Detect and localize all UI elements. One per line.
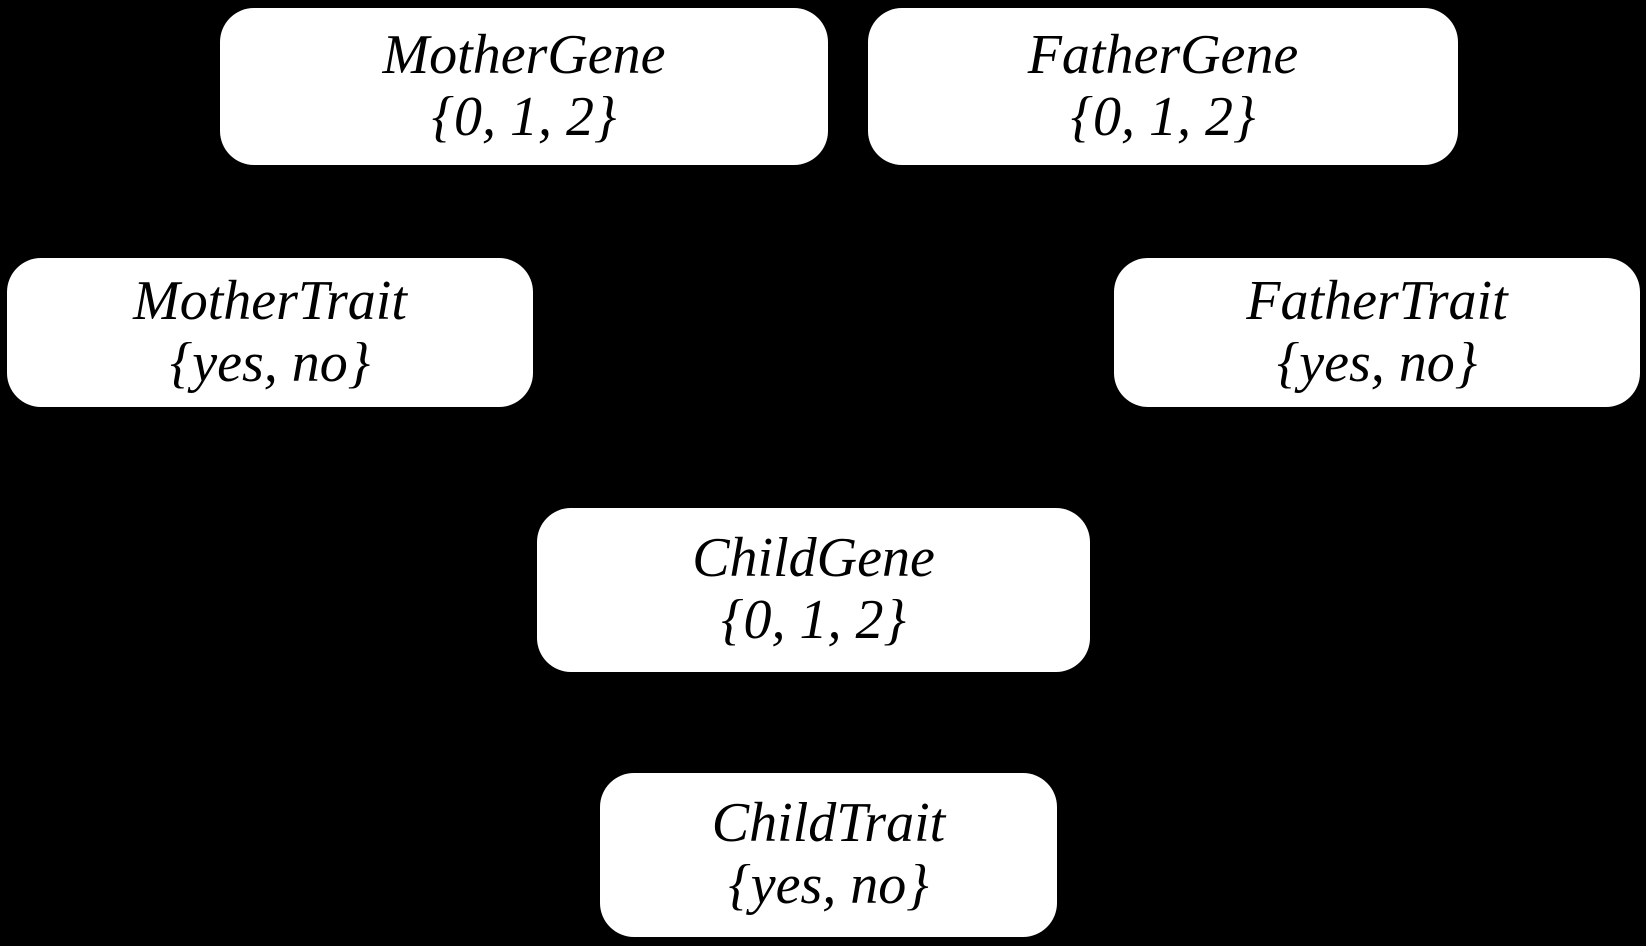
node-mother-trait-domain: {yes, no} (169, 331, 371, 394)
node-child-gene-domain: {0, 1, 2} (721, 589, 906, 651)
node-father-gene-domain: {0, 1, 2} (1070, 85, 1256, 148)
node-child-trait-label: ChildTrait (711, 792, 946, 855)
node-mother-gene[interactable]: MotherGene {0, 1, 2} (220, 8, 828, 165)
node-father-trait-domain: {yes, no} (1276, 331, 1478, 394)
node-child-gene-label: ChildGene (692, 527, 935, 590)
node-child-gene[interactable]: ChildGene {0, 1, 2} (537, 508, 1090, 672)
node-father-trait-label: FatherTrait (1246, 269, 1508, 332)
node-child-trait[interactable]: ChildTrait {yes, no} (600, 773, 1057, 937)
node-mother-trait-label: MotherTrait (133, 269, 407, 332)
node-child-trait-domain: {yes, no} (728, 854, 929, 916)
node-mother-trait[interactable]: MotherTrait {yes, no} (7, 258, 533, 407)
node-father-gene[interactable]: FatherGene {0, 1, 2} (868, 8, 1458, 165)
node-mother-gene-domain: {0, 1, 2} (431, 85, 617, 148)
node-mother-gene-label: MotherGene (382, 23, 666, 86)
node-father-gene-label: FatherGene (1027, 23, 1299, 86)
node-father-trait[interactable]: FatherTrait {yes, no} (1114, 258, 1640, 407)
